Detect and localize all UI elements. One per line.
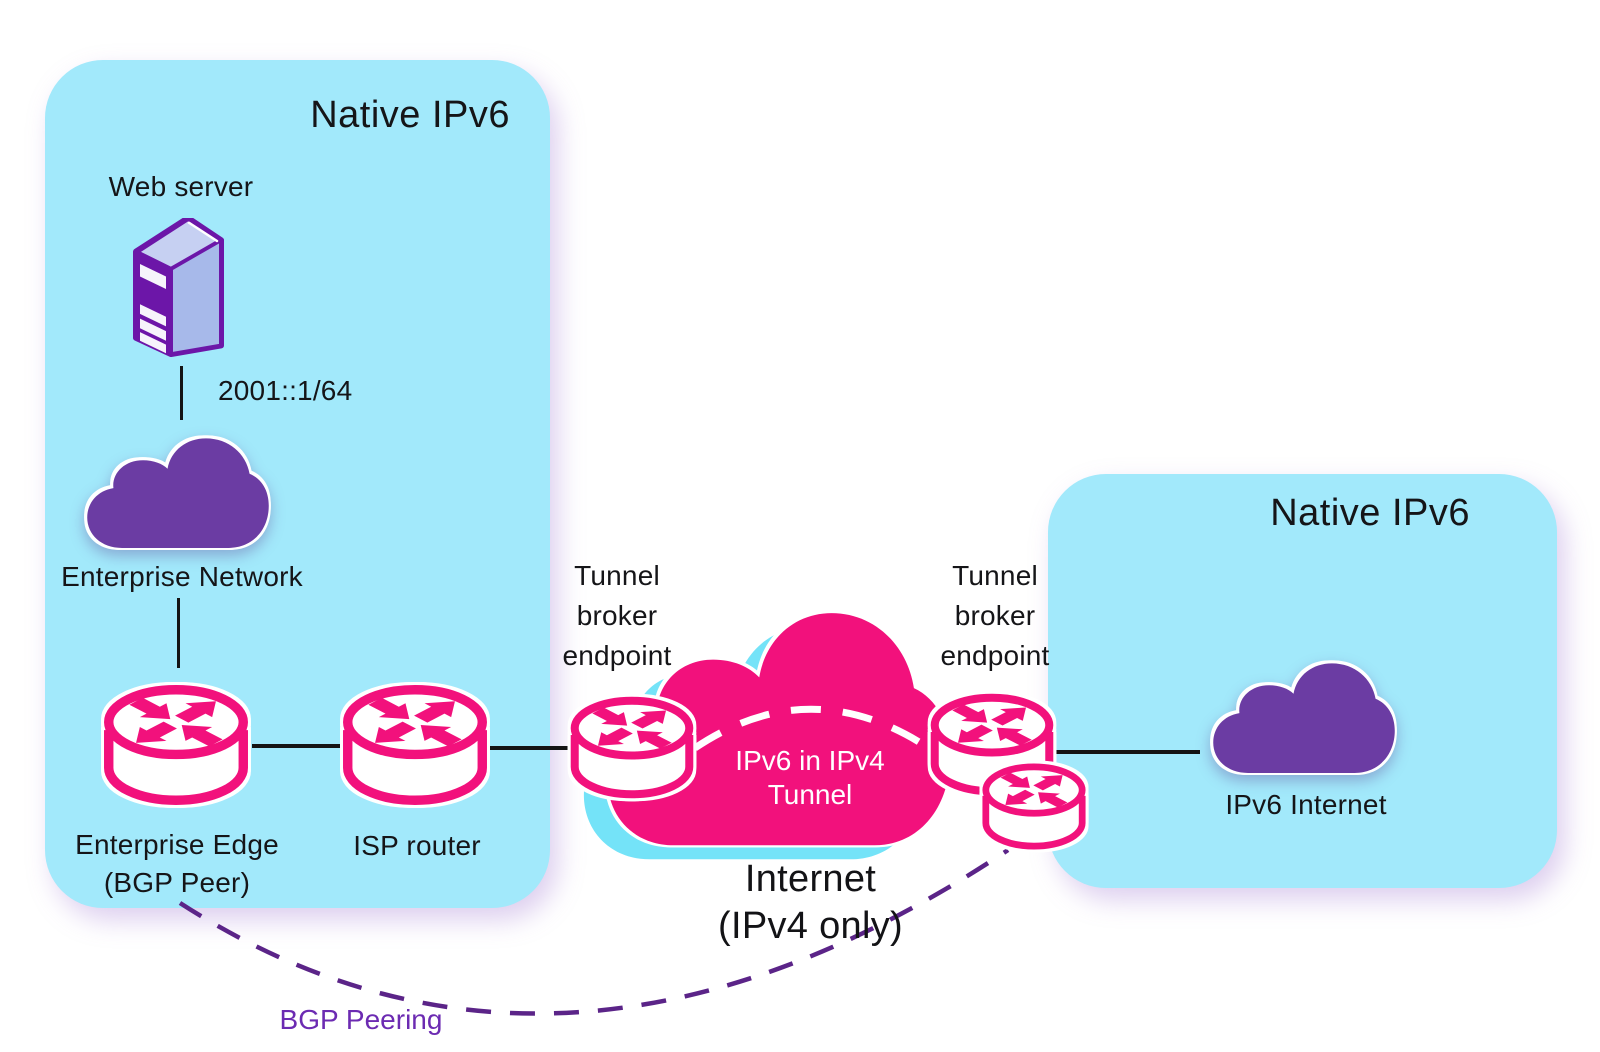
tunnel-endpoint-right-label: Tunnel broker endpoint [910, 556, 1080, 676]
edge-to-isp-line [252, 744, 340, 748]
web-server-label: Web server [108, 171, 254, 202]
enterprise-edge-router-icon [102, 683, 250, 807]
tunnel-endpoint-left-label-line2: broker [576, 600, 658, 631]
tunnel-cloud-text-line1: IPv6 in IPv4 [735, 745, 885, 776]
ipv6-internet-label: IPv6 Internet [1225, 789, 1387, 820]
server-link-line [180, 366, 183, 420]
tunnel-cloud-text: IPv6 in IPv4 Tunnel [710, 744, 910, 812]
internet-label-line1: Internet [744, 858, 877, 900]
right-zone-title: Native IPv6 [1270, 492, 1470, 534]
enterprise-edge-label: Enterprise Edge (BGP Peer) [52, 826, 302, 902]
tunnel-endpoint-right-label-line2: broker [954, 600, 1036, 631]
cloud-to-router-line [177, 598, 180, 668]
enterprise-edge-label-line2: (BGP Peer) [103, 867, 251, 898]
tunnel-endpoint-right-router2-icon [981, 762, 1087, 851]
tunnel-endpoint-left-label-line3: endpoint [562, 640, 672, 671]
tunnel-endpoint-right-label-line3: endpoint [940, 640, 1050, 671]
isp-router-label: ISP router [353, 830, 481, 861]
tunnel-endpoint-right-label-line1: Tunnel [952, 560, 1038, 591]
tunnel-cloud-text-line2: Tunnel [767, 779, 853, 810]
tunnel-endpoint-left-label-line1: Tunnel [574, 560, 660, 591]
left-zone-title: Native IPv6 [310, 94, 510, 136]
enterprise-network-label: Enterprise Network [61, 561, 303, 592]
ip-address-label: 2001::1/64 [218, 375, 353, 406]
endpoint-to-ipv6-internet-line [1040, 750, 1200, 754]
isp-router-icon [341, 683, 489, 807]
isp-to-endpoint-line [490, 746, 570, 750]
tunnel-endpoint-left-label: Tunnel broker endpoint [532, 556, 702, 676]
tunnel-arc [693, 705, 926, 751]
internet-label-line2: (IPv4 only) [718, 905, 903, 947]
web-server-icon [133, 218, 225, 358]
internet-label: Internet (IPv4 only) [698, 856, 923, 950]
tunnel-endpoint-left-router-icon [569, 695, 695, 800]
bgp-peering-label: BGP Peering [279, 1004, 443, 1035]
enterprise-edge-label-line1: Enterprise Edge [75, 829, 279, 860]
